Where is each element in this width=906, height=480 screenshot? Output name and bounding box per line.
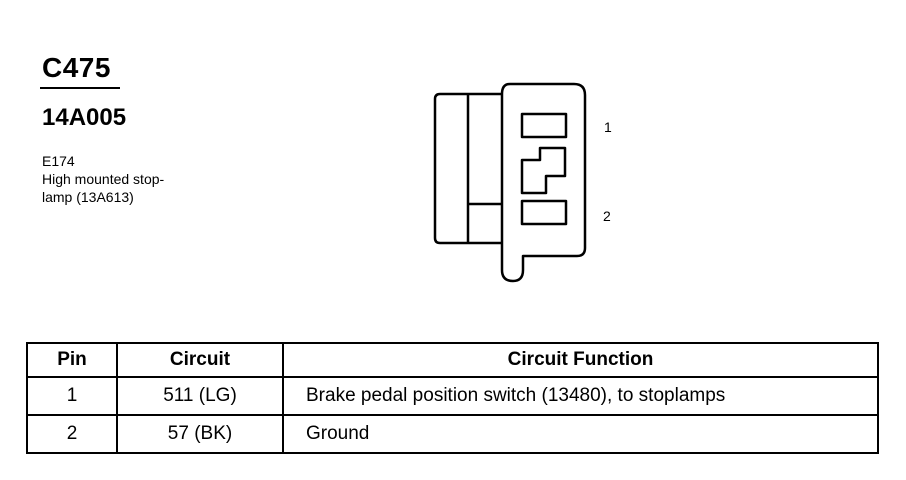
pin-label-2: 2 [603,208,611,224]
pin-table: Pin Circuit Circuit Function 1 511 (LG) … [26,342,879,454]
table-row: 1 511 (LG) Brake pedal position switch (… [26,376,879,416]
key-cavity [520,146,567,195]
table-row: 2 57 (BK) Ground [26,414,879,454]
connector-housing-left [433,92,502,245]
table-header-row: Pin Circuit Circuit Function [26,342,879,378]
header-circuit: Circuit [116,342,284,378]
pin-cavity-1 [520,112,568,139]
description-line: lamp (13A613) [42,189,134,205]
part-number: 14A005 [42,104,127,131]
cell-function: Brake pedal position switch (13480), to … [282,376,879,416]
cell-circuit: 511 (LG) [116,376,284,416]
connector-face-diagram [433,82,587,283]
connector-id: C475 [42,52,111,83]
cell-circuit: 57 (BK) [116,414,284,454]
connector-id-underline [40,87,120,89]
pin-cavity-2 [520,199,568,226]
cell-pin: 1 [26,376,118,416]
header-pin: Pin [26,342,118,378]
pin-label-1: 1 [604,119,612,135]
cell-pin: 2 [26,414,118,454]
description-line: High mounted stop- [42,171,165,187]
connector-description: E174 High mounted stop- lamp (13A613) [42,152,164,206]
description-line: E174 [42,153,75,169]
connector-housing-face [500,82,587,283]
header-circuit-function: Circuit Function [282,342,879,378]
cell-function: Ground [282,414,879,454]
